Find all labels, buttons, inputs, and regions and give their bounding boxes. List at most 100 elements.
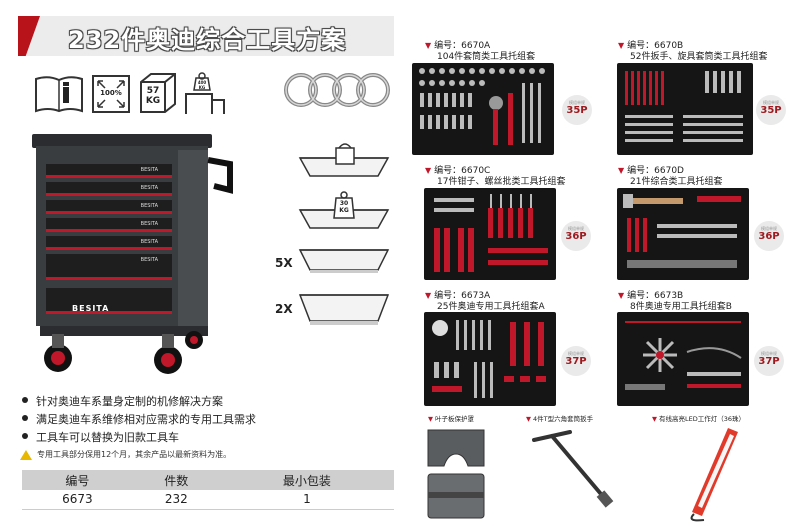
set-6673b-header: ▼编号：6673B 8件奥迪专用工具托组套B [618, 290, 732, 313]
set-6670c-header: ▼编号：6670C 17件钳子、螺丝批类工具托组套 [425, 165, 565, 188]
spec-table: 编号 件数 最小包装 6673 232 1 [22, 470, 394, 510]
title-banner: 232件奥迪综合工具方案 [18, 16, 394, 56]
red-triangle-icon: ▼ [526, 415, 531, 423]
set-code: 编号：6670C [434, 166, 491, 176]
rings-logo-icon [283, 70, 391, 110]
badge-count: 35P [566, 105, 588, 116]
set-6673b-tray [617, 312, 749, 406]
warning-note: 专用工具部分保用12个月，其余产品以最新资料为准。 [20, 449, 231, 460]
banner-accent [18, 16, 40, 56]
badge-small: 模组单规 [568, 226, 584, 231]
set-6670b-header: ▼编号：6670B 52件扳手、旋具套筒类工具托组套 [618, 40, 767, 63]
drawer-5: BESITA [46, 236, 172, 250]
tray-count-2x: 2X [275, 302, 293, 316]
col-count: 件数 [132, 470, 220, 490]
cell-code: 6673 [22, 490, 133, 510]
feature-bullet-3: 工具车可以替换为旧款工具车 [22, 429, 179, 445]
badge-small: 模组单规 [761, 226, 777, 231]
badge-small: 模组单规 [763, 100, 779, 105]
accessory-label-led-lamp: ▼有线高亮LED工作灯（36珠） [652, 413, 745, 423]
cube-weight-label: 57 KG [145, 86, 161, 106]
feature-bullet-1: 针对奥迪车系量身定制的机修解决方案 [22, 393, 223, 409]
set-code: 编号：6673B [627, 291, 684, 301]
tray-count-5x: 5X [275, 256, 293, 270]
warning-text: 专用工具部分保用12个月，其余产品以最新资料为准。 [37, 450, 232, 459]
set-6670c-tray [424, 188, 556, 280]
badge-small: 模组单规 [569, 100, 585, 105]
set-6670d-tray [617, 188, 749, 280]
set-code: 编号：6670D [627, 166, 684, 176]
drawer-3: BESITA [46, 200, 172, 214]
badge-count: 37P [565, 356, 587, 367]
cell-min-pack: 1 [219, 490, 394, 510]
accessory-label-t-wrench: ▼4件T型六角套筒扳手 [526, 413, 593, 423]
manual-book-icon [34, 75, 84, 113]
accessory-label-fender-cover: ▼叶子板保护罩 [428, 413, 474, 423]
accessory-name: 叶子板保护罩 [435, 415, 474, 423]
expand-percent-icon: 100% [92, 75, 130, 113]
badge-small: 模组单规 [568, 351, 584, 356]
badge-count: 36P [758, 231, 780, 242]
set-code: 编号：6670B [627, 41, 684, 51]
capacity-label: 400 KG [197, 80, 207, 90]
drawer-brand: BESITA [140, 257, 158, 263]
drawer-6: BESITA [46, 254, 172, 280]
drawer-brand: BESITA [140, 167, 158, 173]
accessory-name: 有线高亮LED工作灯（36珠） [659, 415, 746, 423]
bullet-text: 满足奥迪车系维修相对应需求的专用工具需求 [36, 413, 256, 426]
set-desc: 8件奥迪专用工具托组套B [630, 302, 732, 312]
red-triangle-icon: ▼ [425, 166, 432, 175]
accessory-name: 4件T型六角套筒扳手 [533, 415, 594, 423]
red-triangle-icon: ▼ [618, 166, 625, 175]
set-desc: 52件扳手、旋具套筒类工具托组套 [630, 52, 768, 62]
drawer-2: BESITA [46, 182, 172, 196]
tray-weight-label: 30 KG [339, 200, 349, 214]
drawer-4: BESITA [46, 218, 172, 232]
deep-tray [298, 285, 390, 327]
page-title: 232件奥迪综合工具方案 [68, 26, 347, 54]
red-triangle-icon: ▼ [652, 415, 657, 423]
col-min-pack: 最小包装 [219, 470, 394, 490]
t-wrench-image [530, 430, 620, 510]
set-desc: 25件奥迪专用工具托组套A [437, 302, 545, 312]
set-desc: 104件套筒类工具托组套 [437, 52, 536, 62]
red-triangle-icon: ▼ [618, 41, 625, 50]
cell-count: 232 [132, 490, 220, 510]
warning-icon [20, 449, 32, 460]
weight-cube-icon: 57 KG [137, 72, 177, 114]
bullet-text: 工具车可以替换为旧款工具车 [36, 431, 179, 444]
badge-small: 模组单规 [761, 351, 777, 356]
tray-weight-30kg: 30 KG [298, 188, 390, 233]
led-lamp-image [680, 424, 750, 524]
tray-with-lock [298, 140, 390, 180]
set-code: 编号：6673A [434, 291, 491, 301]
set-6670b-tray [617, 63, 753, 155]
fender-cover-image [424, 426, 488, 522]
red-triangle-icon: ▼ [425, 41, 432, 50]
set-code: 编号：6670A [434, 41, 491, 51]
drawer-brand: BESITA [140, 185, 158, 191]
set-6673a-header: ▼编号：6673A 25件奥迪专用工具托组套A [425, 290, 545, 313]
drawer-brand: BESITA [140, 221, 158, 227]
tool-cabinet: BESITA BESITA BESITA BESITA BESITA BESIT… [18, 130, 238, 385]
set-6670a-tray [412, 63, 554, 155]
bullet-text: 针对奥迪车系量身定制的机修解决方案 [36, 395, 223, 408]
set-6673a-tray [424, 312, 556, 406]
badge-count: 36P [565, 231, 587, 242]
load-capacity-icon: 400 KG [184, 70, 226, 116]
badge-count: 35P [760, 105, 782, 116]
percent-label: 100% [100, 89, 122, 97]
drawer-brand: BESITA [140, 239, 158, 245]
set-desc: 17件钳子、螺丝批类工具托组套 [437, 177, 566, 187]
col-code: 编号 [22, 470, 133, 490]
red-triangle-icon: ▼ [425, 291, 432, 300]
drawer-brand: BESITA [140, 203, 158, 209]
table-row: 6673 232 1 [22, 490, 394, 510]
drawer-1: BESITA [46, 164, 172, 178]
feature-bullet-2: 满足奥迪车系维修相对应需求的专用工具需求 [22, 411, 256, 427]
set-6670d-header: ▼编号：6670D 21件综合类工具托组套 [618, 165, 722, 188]
